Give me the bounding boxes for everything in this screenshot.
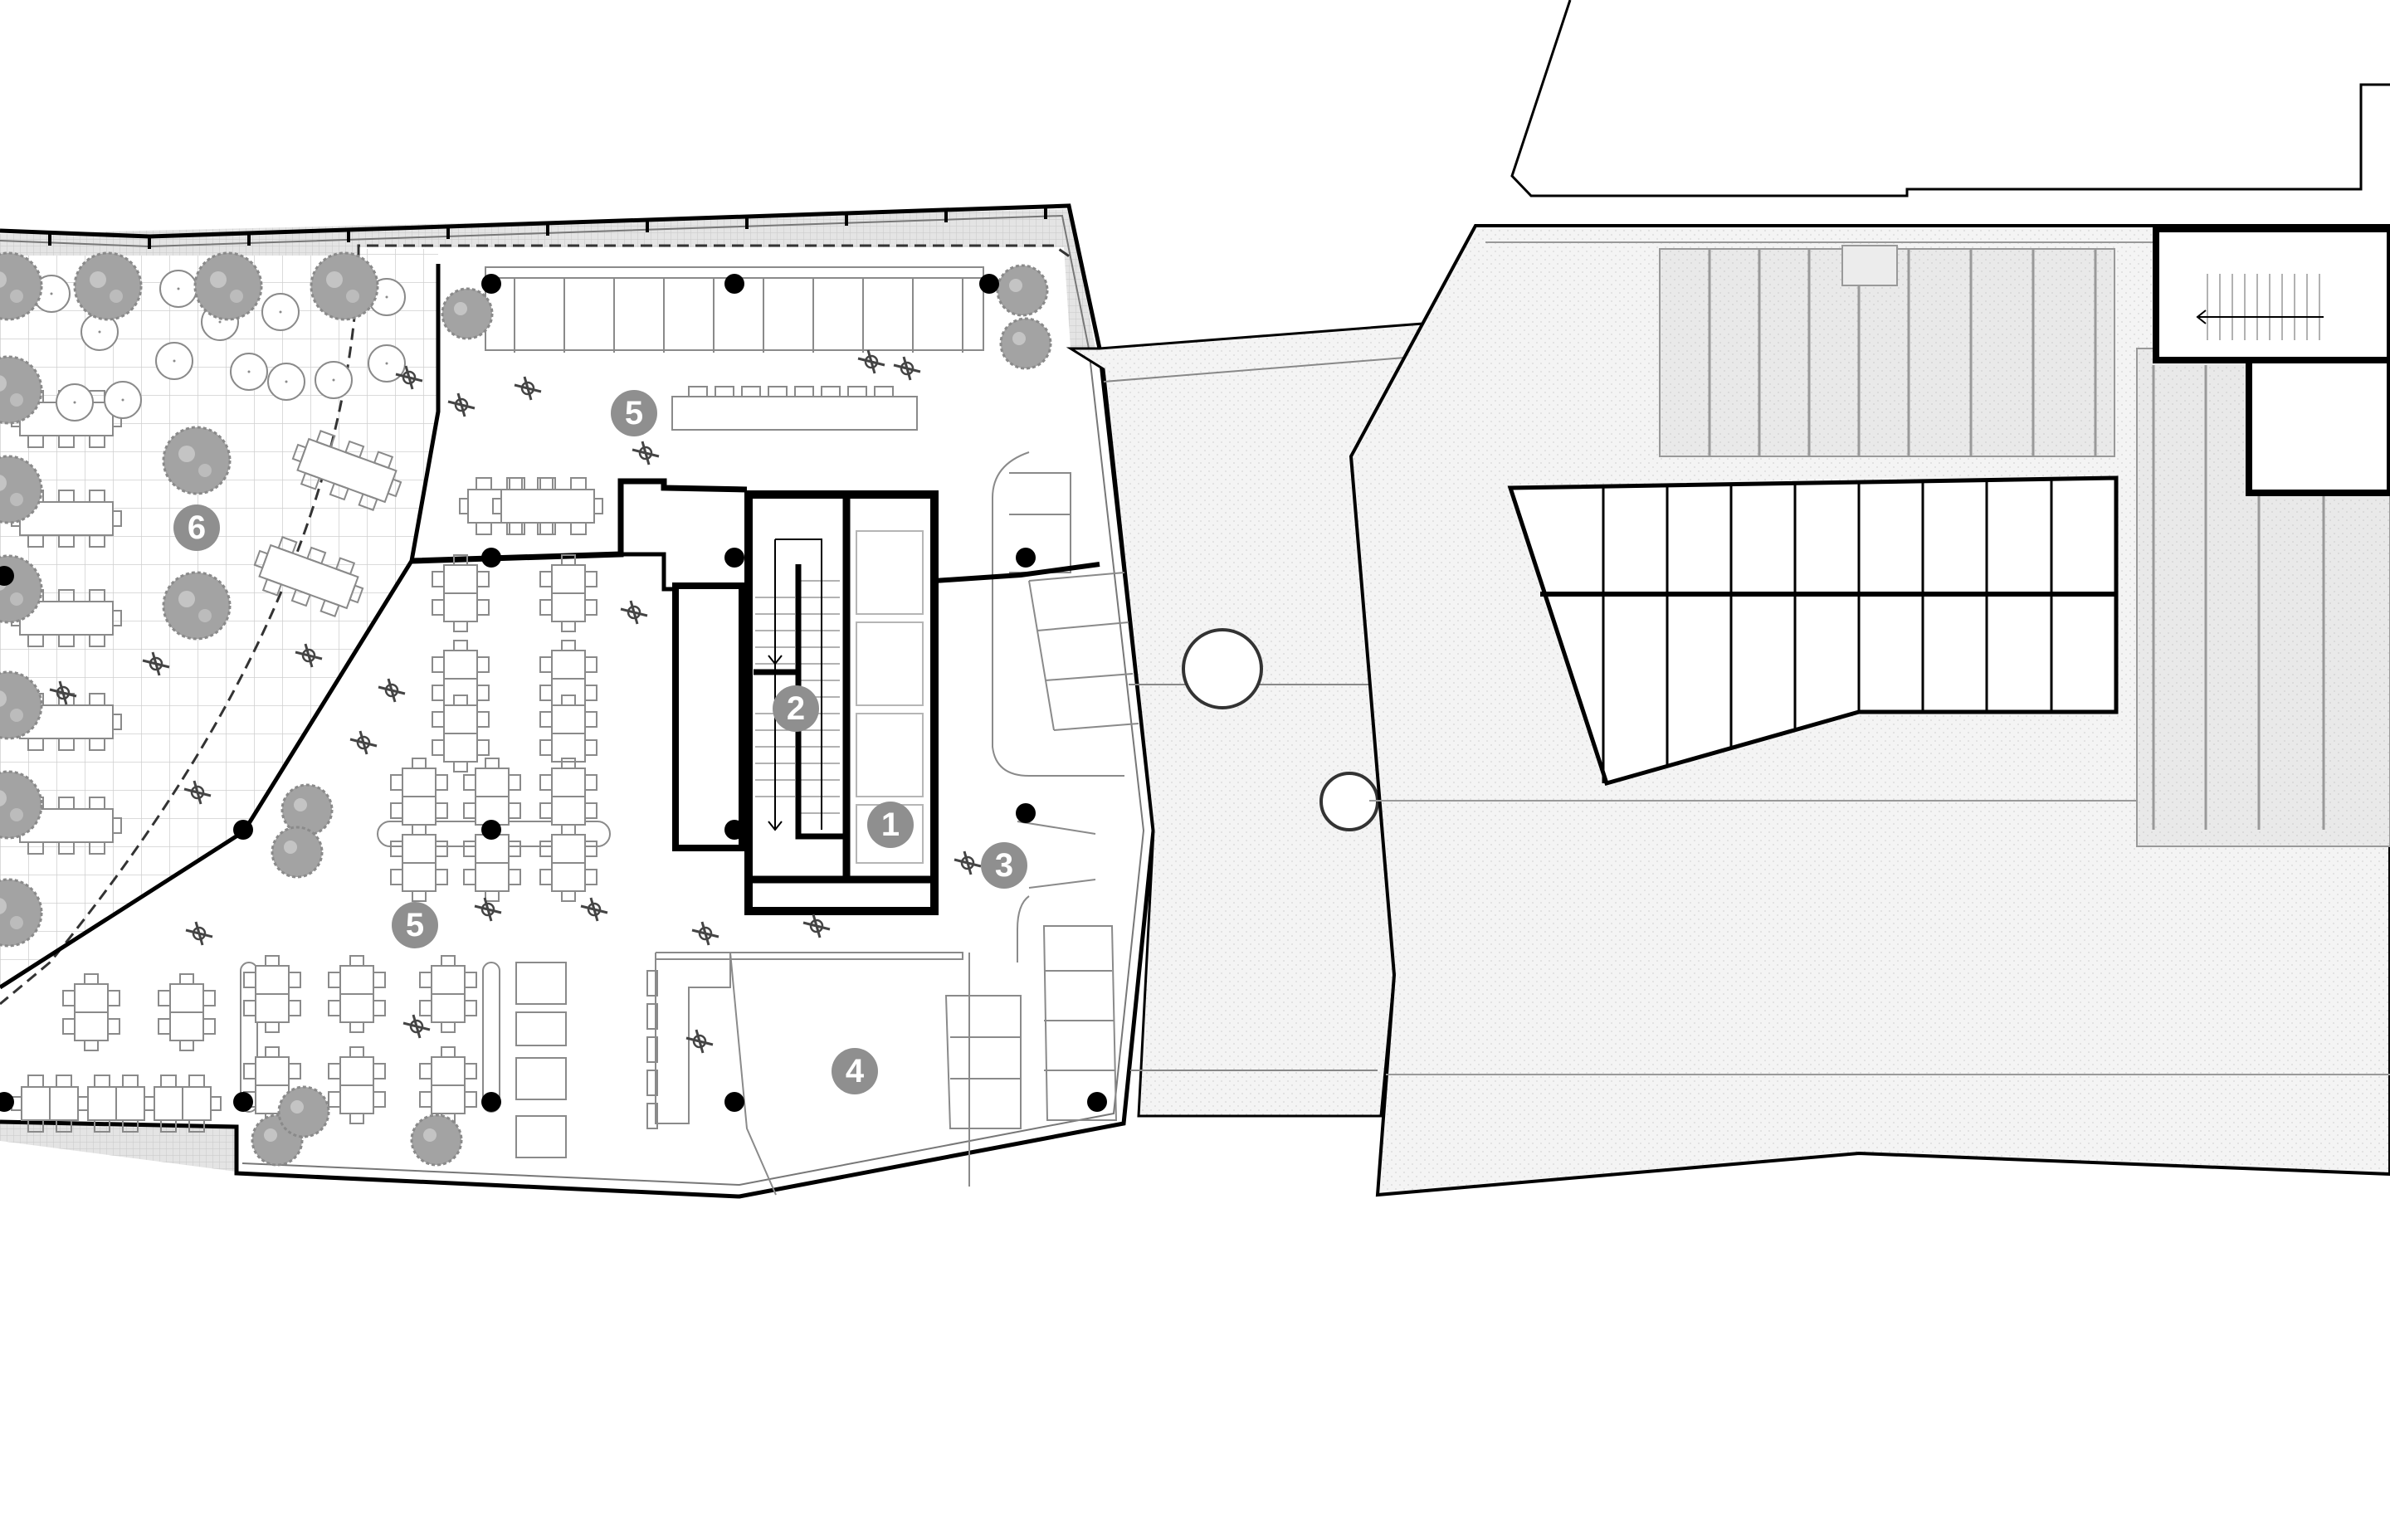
left-building	[0, 203, 1156, 1199]
room-label-6: 6	[173, 504, 220, 551]
planter-strip-bottom	[0, 1122, 237, 1172]
stair-tower	[2153, 226, 2390, 496]
skylight-circle	[1182, 628, 1263, 709]
connecting-roof	[1066, 322, 1427, 1118]
right-building-roof	[1349, 224, 2390, 1197]
room-label-1: 1	[867, 802, 914, 848]
restrooms	[944, 451, 1139, 1129]
skylight-array	[1507, 475, 2119, 787]
room-label-2: 2	[773, 685, 819, 732]
room-label-5-lower: 5	[392, 902, 438, 948]
room-label-4: 4	[832, 1048, 878, 1094]
exterior-facade	[0, 203, 1156, 1199]
planter-strip	[0, 209, 1095, 348]
room-label-3: 3	[981, 842, 1027, 889]
skylight-circle	[1319, 772, 1379, 831]
room-label-5-upper: 5	[611, 390, 657, 436]
neighbor-building-outline	[1510, 0, 2390, 197]
